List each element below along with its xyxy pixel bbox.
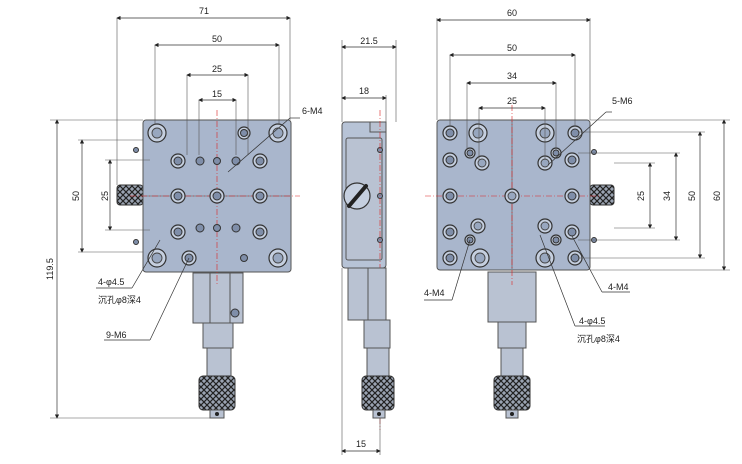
dim-right-width: 60	[507, 8, 517, 18]
front-side-knob	[116, 184, 144, 206]
dim-front-holes-25: 25	[212, 64, 222, 74]
side-top-tab	[369, 121, 387, 133]
front-micrometer-thimble	[198, 375, 236, 411]
right-micrometer-barrel	[497, 321, 527, 349]
right-view: 60 50 34 25 25 34 50 60 5-M6 4-M4 4-M4 4…	[424, 8, 730, 419]
dim-side-width: 21.5	[360, 36, 378, 46]
callout-front-m6: 9-M6	[106, 330, 127, 340]
dim-side-bottom: 15	[356, 439, 366, 449]
dim-total-height: 119.5	[45, 258, 55, 280]
dim-right-50: 50	[507, 43, 517, 53]
right-lower-body	[487, 271, 537, 323]
dim-front-holes-15: 15	[212, 89, 222, 99]
dim-right-v50: 50	[687, 191, 697, 201]
callout-right-cbore-count: 4-φ4.5	[579, 316, 605, 326]
front-lock-screw	[230, 308, 240, 318]
right-micrometer-sleeve	[500, 347, 524, 377]
dim-right-v34: 34	[662, 191, 672, 201]
dim-right-v60: 60	[712, 191, 722, 201]
dim-side-18: 18	[359, 86, 369, 96]
callout-right-m4-right: 4-M4	[608, 282, 629, 292]
dim-front-left-50: 50	[71, 191, 81, 201]
callout-right-m4-left: 4-M4	[424, 288, 445, 298]
right-side-knob	[589, 184, 615, 206]
side-micrometer-sleeve	[366, 347, 390, 377]
dim-front-holes-50: 50	[212, 34, 222, 44]
callout-front-tap: 6-M4	[302, 106, 323, 116]
right-micrometer-thimble	[493, 375, 531, 411]
callout-right-m6: 5-M6	[612, 96, 633, 106]
front-micrometer-sleeve	[206, 347, 232, 377]
front-tip-dot	[215, 412, 219, 416]
dim-right-25: 25	[507, 96, 517, 106]
callout-right-cbore-desc: 沉孔φ8深4	[577, 334, 620, 344]
front-micrometer-barrel	[202, 322, 234, 349]
dim-right-34: 34	[507, 71, 517, 81]
side-micrometer-barrel	[363, 319, 391, 349]
callout-front-cbore-desc: 沉孔φ8深4	[98, 295, 141, 305]
side-micrometer-thimble	[361, 375, 395, 411]
front-slide-block	[209, 272, 231, 324]
dim-front-width: 71	[199, 6, 209, 16]
front-view: 71 50 25 15 50 25 119.5 6-M4 4-φ4.5 沉孔φ8…	[45, 6, 323, 419]
dim-front-left-25: 25	[100, 191, 110, 201]
side-lower-left	[347, 267, 369, 321]
dim-right-v25: 25	[636, 191, 646, 201]
callout-front-cbore-count: 4-φ4.5	[98, 277, 124, 287]
side-lower-right	[367, 267, 387, 321]
side-view: 21.5 18 15	[341, 36, 397, 455]
